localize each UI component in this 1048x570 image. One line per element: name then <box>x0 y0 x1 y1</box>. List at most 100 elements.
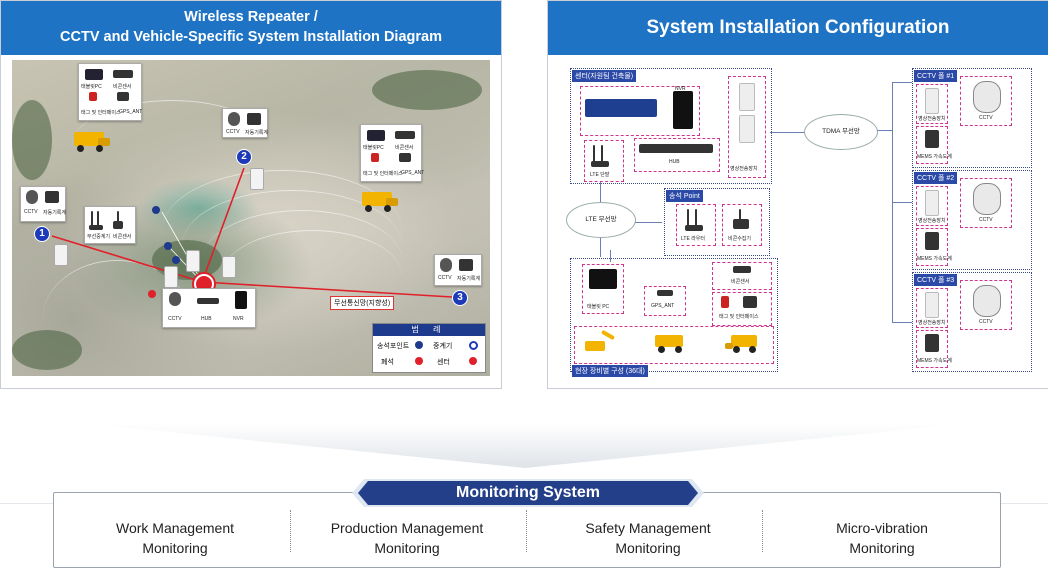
receiver-label: 비콘수집기 <box>728 236 752 242</box>
legend-title: 범 례 <box>373 324 485 336</box>
loading-point-icon <box>164 242 172 250</box>
thumb-tag-label: 태그 및 인터페이스 <box>81 110 121 116</box>
micro-vibration-item: Micro-vibration Monitoring <box>772 518 992 558</box>
thumb-mems-label: 자동기록계 <box>43 210 67 216</box>
lte-terminal-label: LTE 단말 <box>590 172 610 178</box>
item-separator <box>290 510 291 552</box>
loader-icon <box>725 333 761 355</box>
legend-waste-icon <box>415 357 423 365</box>
hub-icon <box>639 144 713 153</box>
lte-network-cloud: LTE 무선망 <box>566 202 636 238</box>
cctv-1-mems-box: MEMS 가속도계 <box>916 126 952 164</box>
wireless-link-label: 무선통신망(지향성) <box>330 296 395 310</box>
thumb-mems-label: 자동기록계 <box>457 276 481 282</box>
installation-diagram-header: Wireless Repeater / CCTV and Vehicle-Spe… <box>1 1 501 55</box>
beacon-label: 비콘센서 <box>731 279 750 285</box>
field-equipment-group <box>570 258 778 372</box>
thumb-beacon-label: 비콘센서 <box>113 234 132 240</box>
converging-funnel-graphic <box>90 424 960 468</box>
monitoring-system-banner: Monitoring System <box>352 479 704 507</box>
thumb-beacon-label: 비콘센서 <box>113 84 132 90</box>
dump-truck-icon <box>655 333 689 355</box>
thumb-cctv-label: CCTV <box>24 209 38 215</box>
gps-label: GPS_ANT <box>651 303 675 309</box>
nvr-box: NVR <box>580 86 700 136</box>
vehicles-box <box>574 326 774 364</box>
repeater-pole-icon <box>164 266 178 288</box>
thumb-tablet-label: 태블릿PC <box>81 84 102 90</box>
cctv-2-camera-box: CCTV <box>960 178 1012 228</box>
legend-center-label: 센터 <box>437 359 450 366</box>
legend-repeater-icon <box>469 341 478 350</box>
cctv-pole-1-group <box>912 68 1032 168</box>
thumb-radio-label: 무선중계기 <box>87 234 111 240</box>
item-separator <box>526 510 527 552</box>
lte-terminal-box: LTE 단말 <box>584 140 624 182</box>
cctv-1-video-box: 영상전송장치 <box>916 84 948 124</box>
beacon-box: 비콘센서 <box>712 262 772 290</box>
thumb-mems-label: 자동기록계 <box>245 130 269 136</box>
nvr-server-icon <box>673 91 693 129</box>
tag-if-label: 태그 및 인터페이스 <box>719 314 759 320</box>
waste-point-icon <box>148 290 156 298</box>
ptz-camera-icon <box>973 81 1001 113</box>
cctv-2-mems-label: MEMS 가속도계 <box>917 256 952 262</box>
monitor-item-line1: Work Management <box>115 520 234 536</box>
tablet-label: 태블릿 PC <box>587 304 610 310</box>
cctv-pole-2-tag: CCTV 폴 #2 <box>914 172 958 184</box>
control-center-tag: 센터(자원팀 건축물) <box>572 70 637 82</box>
thumb-hub-label: HUB <box>201 316 212 322</box>
cctv-pole-thumbnail: CCTV 자동기록계 <box>20 186 66 222</box>
installation-title-line1: Wireless Repeater / <box>184 9 318 25</box>
hub-box: HUB <box>634 138 720 172</box>
repeater-pole-icon <box>250 168 264 190</box>
cctv-3-mems-box: MEMS 가속도계 <box>916 330 952 368</box>
dump-truck-icon <box>362 190 398 214</box>
tag-interface-box: 태그 및 인터페이스 <box>712 292 772 326</box>
ptz-camera-icon <box>973 183 1001 215</box>
thumb-tag-label: 태그 및 인터페이스 <box>363 171 403 177</box>
cctv-2-mems-box: MEMS 가속도계 <box>916 228 952 266</box>
thumb-gps-label: GPS_ANT <box>119 109 143 115</box>
system-configuration-diagram: 센터(자원팀 건축물) NVR HUB LTE 단말 영상전송장치 TDMA 무… <box>560 62 1034 377</box>
cctv-3-label: CCTV <box>979 319 993 325</box>
receiver-box: 비콘수집기 <box>722 204 762 246</box>
center-equipment-thumbnail: CCTV HUB NVR <box>162 288 256 328</box>
monitor-item-line2: Monitoring <box>849 540 915 556</box>
thumb-nvr-label: NVR <box>233 316 244 322</box>
thumb-cctv-label: CCTV <box>226 129 240 135</box>
dump-truck-icon <box>74 130 110 154</box>
tablet-box: 태블릿 PC <box>582 264 624 314</box>
cctv-1-video-label: 영상전송장치 <box>918 116 946 122</box>
tdma-network-cloud: TDMA 무선망 <box>804 114 878 150</box>
monitor-item-line1: Production Management <box>330 520 484 536</box>
device-set-thumbnail: 태블릿PC 비콘센서 태그 및 인터페이스 GPS_ANT <box>78 63 142 121</box>
hub-label: HUB <box>669 159 680 165</box>
thumb-gps-label: GPS_ANT <box>401 170 425 176</box>
control-center-group <box>570 68 772 184</box>
map-legend: 범 례 송석포인트 중계기 폐석 센터 <box>372 323 486 373</box>
wireless-route-lines <box>51 167 453 298</box>
monitor-item-line2: Monitoring <box>142 540 208 556</box>
cctv-3-camera-box: CCTV <box>960 280 1012 330</box>
radio-router-thumbnail: 무선중계기 비콘센서 <box>84 206 136 244</box>
production-management-item: Production Management Monitoring <box>297 518 517 558</box>
safety-management-item: Safety Management Monitoring <box>538 518 758 558</box>
thumb-cctv-label: CCTV <box>438 275 452 281</box>
nvr-label: NVR <box>675 86 686 92</box>
site-marker-1: 1 <box>34 226 50 242</box>
thumb-cctv-label: CCTV <box>168 316 182 322</box>
monitor-item-line2: Monitoring <box>615 540 681 556</box>
cctv-2-label: CCTV <box>979 217 993 223</box>
loading-point-icon <box>172 256 180 264</box>
legend-waste-label: 폐석 <box>381 359 394 366</box>
repeater-pole-icon <box>54 244 68 266</box>
lte-label: LTE 무선망 <box>585 216 617 223</box>
monitor-item-line1: Micro-vibration <box>836 520 928 536</box>
work-management-item: Work Management Monitoring <box>65 518 285 558</box>
installation-title-line2: CCTV and Vehicle-Specific System Install… <box>60 29 442 45</box>
site-marker-3: 3 <box>452 290 468 306</box>
aerial-site-map: 태블릿PC 비콘센서 태그 및 인터페이스 GPS_ANT CCTV 자동기록계… <box>12 60 490 376</box>
cctv-3-mems-label: MEMS 가속도계 <box>917 358 952 364</box>
item-separator <box>762 510 763 552</box>
